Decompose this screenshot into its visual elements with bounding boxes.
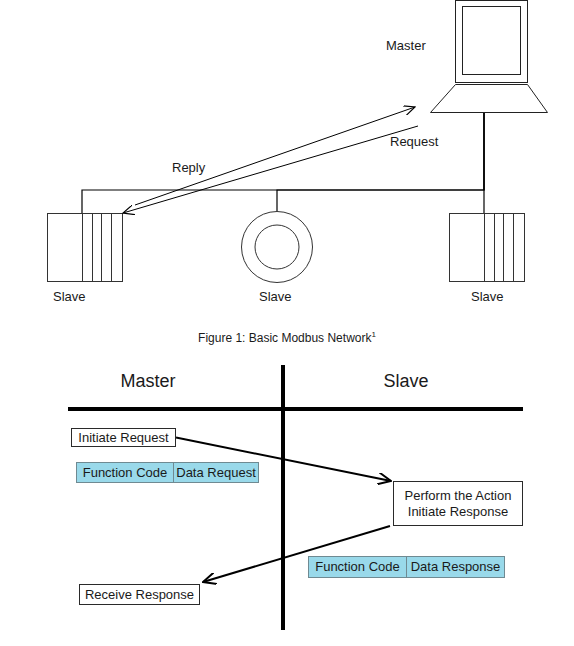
frame-field: Data Response: [406, 556, 505, 578]
request-arrow: [123, 126, 418, 213]
bus-wire: [82, 113, 484, 213]
box-text: Function Code: [83, 465, 168, 481]
header-rule: [68, 407, 523, 411]
process-box: Receive Response: [79, 584, 200, 605]
box-text: Data Request: [176, 465, 256, 481]
box-text: Function Code: [315, 559, 400, 575]
lane-divider: [281, 365, 285, 630]
bus-wire: [483, 113, 484, 213]
slave-device: Slave: [449, 213, 525, 282]
rack-slot: [494, 214, 495, 282]
screen-panel: [463, 7, 521, 75]
footnote-number: 1: [371, 330, 375, 339]
rack-slot: [82, 214, 83, 282]
device-core: [255, 225, 299, 269]
rack-frame: [450, 214, 525, 282]
box-text: Initiate Request: [78, 430, 168, 446]
rack-slot: [484, 214, 485, 282]
process-box: Initiate Request: [71, 428, 176, 447]
rack-slot: [101, 214, 102, 282]
screen-frame: [456, 1, 528, 83]
frame-field: Function Code: [308, 556, 407, 578]
reply-arrow: [135, 107, 415, 205]
slave-device: Slave: [241, 211, 313, 283]
lane-heading: Slave: [356, 370, 456, 392]
rack-outline: [47, 213, 123, 282]
rack-frame: [48, 214, 123, 282]
figure-caption: Figure 1: Basic Modbus Network: [198, 331, 371, 345]
box-text: Receive Response: [85, 587, 194, 603]
device-ring: [242, 212, 313, 283]
rack-slot: [503, 214, 504, 282]
frame-field: Data Request: [173, 462, 259, 483]
process-box: Perform the Action Initiate Response: [393, 481, 523, 526]
rack-slot: [92, 214, 93, 282]
laptop-outline: [430, 0, 548, 113]
slave-device: Slave: [47, 213, 123, 282]
device-label: Slave: [471, 289, 504, 305]
message-arrow: [203, 526, 390, 582]
box-text: Data Response: [411, 559, 501, 575]
master-computer: Master: [430, 0, 548, 113]
caption-row: Figure 1: Basic Modbus Network1: [0, 327, 574, 346]
frame-field: Function Code: [76, 462, 174, 483]
circle-outline: [241, 211, 313, 283]
bus-wire: [277, 113, 484, 211]
device-label: Slave: [53, 289, 86, 305]
rack-outline: [449, 213, 525, 282]
edge-label: Reply: [172, 160, 205, 176]
lane-heading: Master: [98, 370, 198, 392]
keyboard-base: [431, 85, 548, 113]
edge-label: Request: [390, 134, 438, 150]
rack-slot: [513, 214, 514, 282]
device-label: Master: [386, 38, 426, 54]
rack-slot: [111, 214, 112, 282]
message-arrow: [176, 438, 391, 482]
device-label: Slave: [259, 289, 292, 305]
box-text: Perform the Action Initiate Response: [396, 488, 520, 520]
